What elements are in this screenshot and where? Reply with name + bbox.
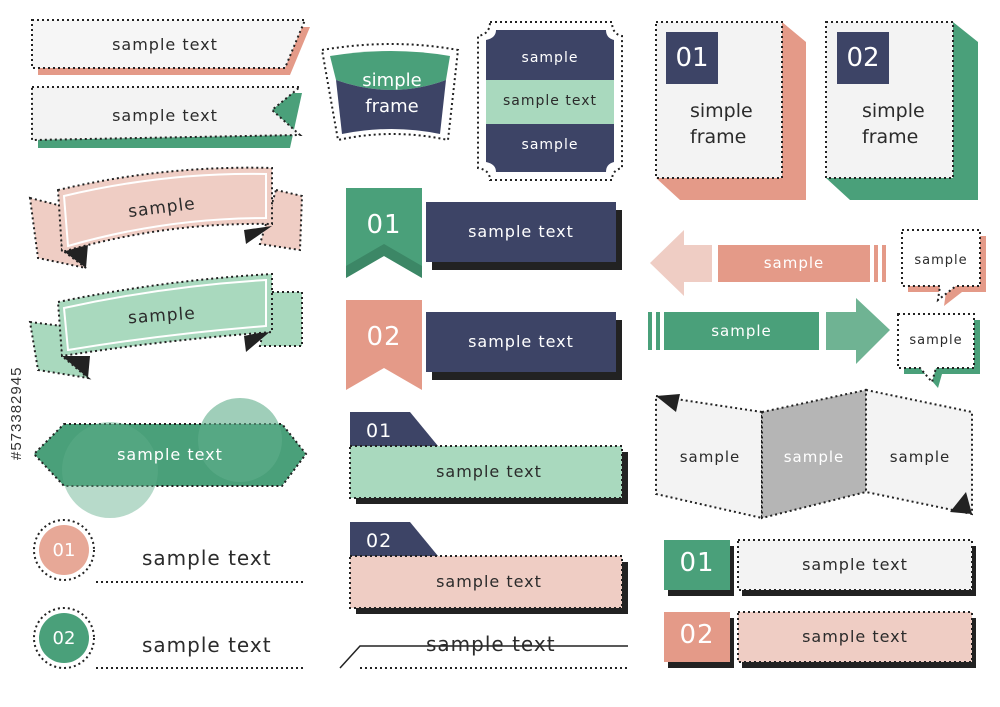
- square-one-text: sample text: [802, 555, 908, 574]
- hexagon-text: sample text: [117, 445, 223, 464]
- stacked-band-3: sample: [521, 137, 579, 153]
- stacked-band-1: sample: [521, 50, 579, 66]
- green-ribbon-text: sample: [127, 303, 197, 329]
- bubble-two-text: sample: [909, 333, 963, 348]
- card-one-line-2: frame: [690, 126, 747, 148]
- circle-one-text: sample text: [142, 546, 272, 570]
- circle-two-text: sample text: [142, 633, 272, 657]
- stacked-band-2: sample text: [503, 93, 597, 109]
- card-one-number: 01: [666, 32, 718, 84]
- right-arrow-text: sample: [711, 322, 772, 340]
- folded-panel-1: sample: [679, 448, 741, 466]
- banner-one-text: sample text: [112, 35, 218, 54]
- tab-two-text: sample text: [436, 572, 542, 591]
- tab-two-number: 02: [366, 530, 393, 552]
- folded-panel-2: sample: [783, 448, 845, 466]
- slash-label-text: sample text: [426, 632, 556, 656]
- square-two-number: 02: [679, 620, 715, 650]
- left-arrow-text: sample: [763, 254, 825, 272]
- card-two-line-1: simple: [862, 100, 925, 122]
- flag-two-text: sample text: [468, 332, 574, 351]
- stock-id-watermark: #573382945: [8, 366, 25, 460]
- flag-one-number: 01: [366, 210, 402, 240]
- circle-two-number: 02: [52, 628, 76, 649]
- card-two-line-2: frame: [862, 126, 919, 148]
- card-two-number: 02: [837, 32, 889, 84]
- tab-one-number: 01: [366, 420, 393, 442]
- flag-two-number: 02: [366, 322, 402, 352]
- bubble-one-text: sample: [914, 253, 968, 268]
- tab-one-text: sample text: [436, 462, 542, 481]
- flag-one-text: sample text: [468, 222, 574, 241]
- trapezoid-line-1: simple: [362, 70, 422, 91]
- square-two-text: sample text: [802, 627, 908, 646]
- trapezoid-line-2: frame: [365, 96, 419, 117]
- pink-ribbon-text: sample: [127, 193, 197, 223]
- square-one-number: 01: [679, 548, 715, 578]
- card-one-line-1: simple: [690, 100, 753, 122]
- circle-one-number: 01: [52, 540, 76, 561]
- banner-two-text: sample text: [112, 106, 218, 125]
- folded-panel-3: sample: [889, 448, 951, 466]
